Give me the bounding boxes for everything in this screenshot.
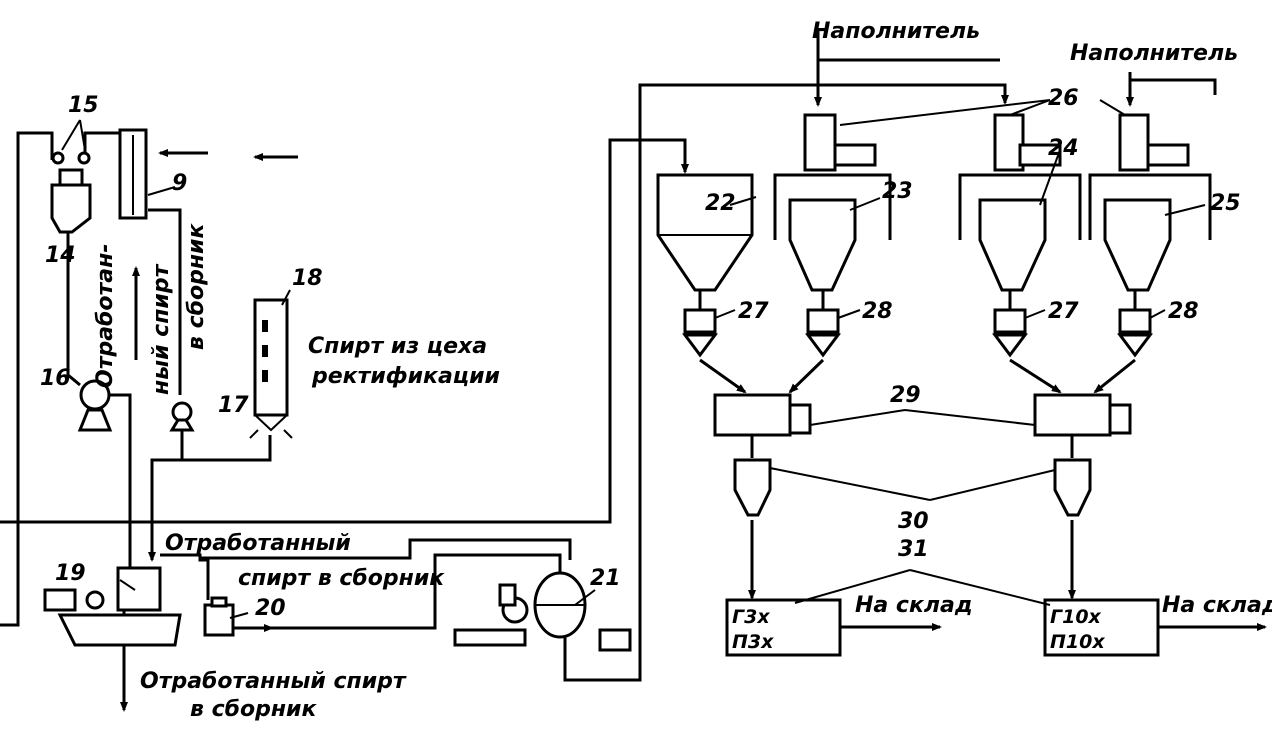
tank-18 — [249, 298, 293, 439]
product-g10x: Г10х — [1050, 606, 1102, 628]
num-28-right: 28 — [1168, 299, 1199, 324]
bunker-22 — [656, 173, 754, 292]
num-17: 17 — [218, 393, 249, 418]
label-spent-vertical-3: в сборник — [184, 223, 209, 350]
product-box-left: Г3х П3х — [725, 598, 842, 657]
num-26: 26 — [1048, 86, 1079, 111]
pump-20 — [203, 596, 235, 637]
feeders — [682, 290, 1153, 394]
label-filler-1: Наполнитель — [812, 19, 980, 44]
num-27-right: 27 — [1048, 299, 1079, 324]
num-25: 25 — [1210, 191, 1241, 216]
product-p3x: П3х — [732, 631, 774, 653]
product-p10x: П10х — [1050, 631, 1105, 653]
num-30: 30 — [898, 509, 929, 534]
label-spent-vertical-1: Отработан- — [93, 244, 118, 388]
label-spent-vertical-2: ный спирт — [149, 263, 174, 395]
label-spent-mid-1: Отработанный — [165, 531, 351, 556]
num-22: 22 — [705, 191, 736, 216]
leader-lines — [61, 99, 1206, 619]
left-pipes — [0, 28, 1217, 712]
cyclones-30 — [733, 458, 1092, 600]
num-14: 14 — [45, 243, 76, 268]
pump-16 — [77, 379, 113, 432]
item-numbers: 9 14 15 16 17 18 19 20 21 22 23 24 25 26… — [40, 86, 1241, 621]
label-filler-2: Наполнитель — [1070, 41, 1238, 66]
label-spent-mid-2: спирт в сборник — [238, 566, 445, 591]
num-21: 21 — [590, 566, 621, 591]
product-box-right: Г10х П10х — [1043, 598, 1160, 657]
bunker-24 — [958, 113, 1082, 292]
dryer-21 — [453, 571, 632, 652]
num-9: 9 — [172, 171, 187, 196]
label-to-warehouse-1: На склад — [855, 593, 973, 618]
label-spent-bottom-2: в сборник — [190, 697, 317, 722]
label-spirit-from-1: Спирт из цеха — [308, 334, 487, 359]
bunker-25 — [1088, 113, 1212, 292]
num-19: 19 — [55, 561, 86, 586]
mixer-29-right — [1033, 393, 1132, 437]
num-29: 29 — [890, 383, 921, 408]
num-27-left: 27 — [738, 299, 769, 324]
reactor-14 — [50, 151, 92, 234]
num-15: 15 — [68, 93, 99, 118]
pump-17 — [169, 401, 195, 432]
bunker-23 — [773, 113, 892, 292]
label-to-warehouse-2: На склад — [1162, 593, 1272, 618]
num-28-left: 28 — [862, 299, 893, 324]
num-31: 31 — [898, 537, 929, 562]
num-16: 16 — [40, 366, 71, 391]
num-18: 18 — [292, 266, 323, 291]
num-23: 23 — [882, 179, 913, 204]
filter-19 — [43, 566, 182, 647]
num-20: 20 — [255, 596, 286, 621]
product-g3x: Г3х — [732, 606, 770, 628]
label-spirit-from-2: ректификации — [311, 364, 500, 389]
num-24: 24 — [1048, 136, 1079, 161]
condenser-9 — [118, 128, 148, 220]
mixer-29-left — [713, 393, 812, 437]
label-spent-bottom-1: Отработанный спирт — [140, 669, 407, 694]
